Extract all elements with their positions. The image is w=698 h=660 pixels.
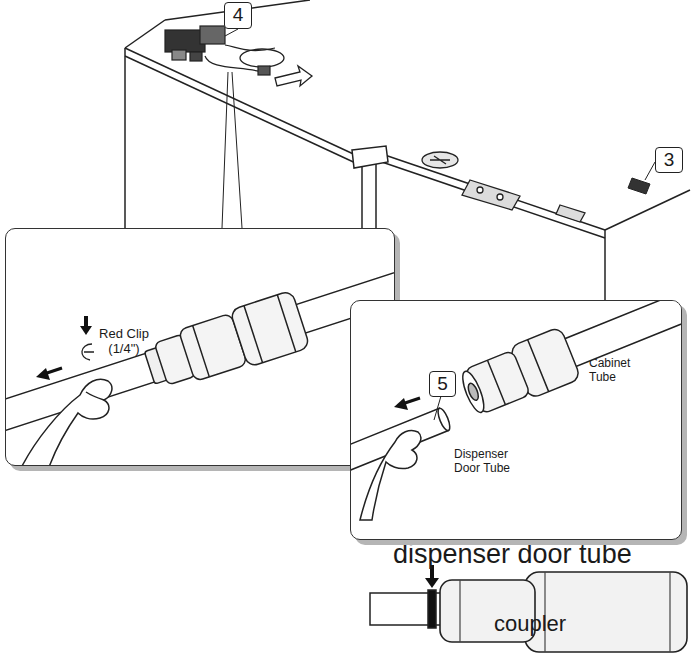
coupler-ridge: [459, 580, 460, 642]
top-features: [497, 194, 503, 200]
top-features: [556, 205, 585, 222]
part-label: Cabinet Tube: [589, 357, 643, 385]
refrigerator-outline: [352, 146, 388, 168]
refrigerator-outline: [604, 230, 606, 300]
hinge-part: [628, 178, 650, 194]
control-module: [258, 66, 270, 75]
callout-number: 4: [225, 3, 251, 28]
callout-number: 3: [655, 147, 683, 173]
control-module: [190, 52, 202, 61]
control-module: [200, 26, 225, 44]
refrigerator-outline: [125, 48, 362, 158]
part-label: dispenser door tube: [393, 541, 632, 568]
control-module: [225, 45, 275, 51]
refrigerator-outline: [376, 160, 605, 238]
direction-arrow: [425, 565, 439, 588]
hinge-part: [628, 178, 650, 194]
callout-number: 5: [429, 371, 456, 397]
part-label: coupler: [480, 611, 580, 636]
leader-line: [222, 72, 228, 228]
top-features: [422, 152, 458, 168]
control-module: [172, 50, 186, 60]
leader-line: [225, 29, 238, 36]
refrigerator-outline: [376, 152, 605, 230]
top-features: [240, 49, 585, 222]
top-features: [275, 66, 312, 86]
leader-line: [222, 29, 655, 228]
callout-number: 3: [656, 148, 682, 172]
detail-inset: Cabinet TubeDispenser Door Tube 5: [350, 300, 682, 540]
top-features: [462, 180, 520, 210]
coupler-shape: coupler: [425, 570, 690, 655]
tube-illustration: [428, 590, 436, 628]
refrigerator-outline: [605, 190, 690, 230]
top-features: [430, 156, 450, 164]
coupler-ridge: [669, 572, 670, 652]
control-module: [165, 30, 205, 52]
direction-arrow: [425, 578, 439, 588]
callout-number: 5: [430, 372, 455, 396]
leader-line: [232, 72, 242, 228]
detail-inset: Red Clip (1/4"): [5, 228, 395, 466]
refrigerator-outline: [125, 20, 165, 48]
control-module: [165, 26, 275, 75]
top-features: [477, 187, 483, 193]
part-label: Red Clip (1/4"): [95, 327, 153, 357]
top-features: [240, 49, 284, 67]
part-label: Dispenser Door Tube: [454, 448, 520, 476]
refrigerator-outline: [125, 56, 362, 166]
refrigerator-outline: [124, 48, 126, 232]
control-module: [205, 56, 262, 72]
callout-number: 4: [224, 2, 252, 29]
leader-line: [645, 162, 655, 180]
